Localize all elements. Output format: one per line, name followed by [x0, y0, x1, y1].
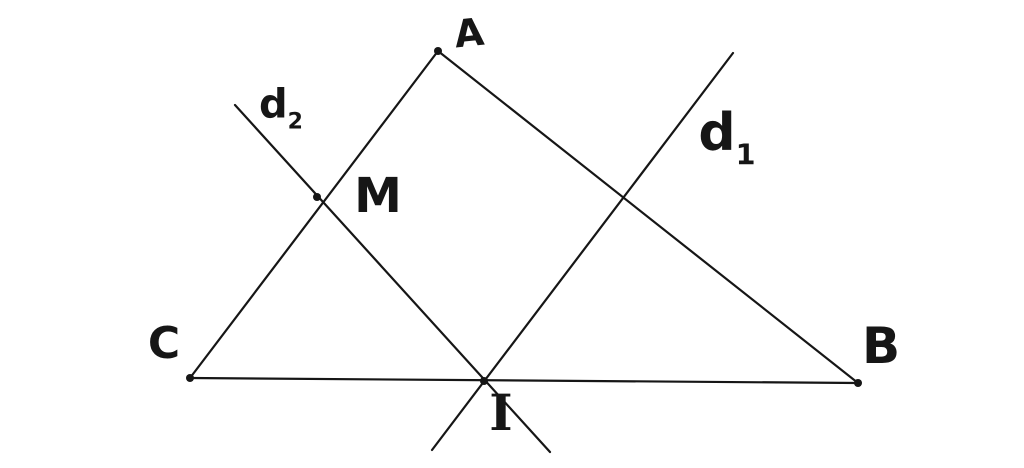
construction-line-d2	[233, 103, 552, 454]
line-label-d2-base: d	[259, 81, 288, 128]
line-label-d2-sub: 2	[287, 109, 303, 135]
line-label-d1-sub: 1	[735, 137, 756, 172]
point-dot-B	[854, 379, 862, 387]
construction-line-d1	[430, 51, 735, 452]
triangle-segment-AB	[436, 49, 860, 385]
point-dot-A	[434, 47, 442, 55]
point-label-I: I	[489, 383, 513, 442]
line-label-d2: d2	[259, 85, 303, 134]
point-label-M: M	[354, 168, 402, 224]
line-label-d1: d1	[698, 107, 755, 169]
point-dot-M	[313, 193, 321, 201]
point-label-C: C	[147, 318, 181, 369]
point-label-B: B	[861, 317, 901, 375]
point-dot-C	[186, 374, 194, 382]
line-label-d1-base: d	[698, 103, 736, 164]
triangle-segment-CB	[188, 376, 860, 385]
point-dot-I	[480, 377, 488, 385]
point-label-A: A	[452, 9, 486, 57]
triangle-segment-CA	[188, 49, 440, 380]
